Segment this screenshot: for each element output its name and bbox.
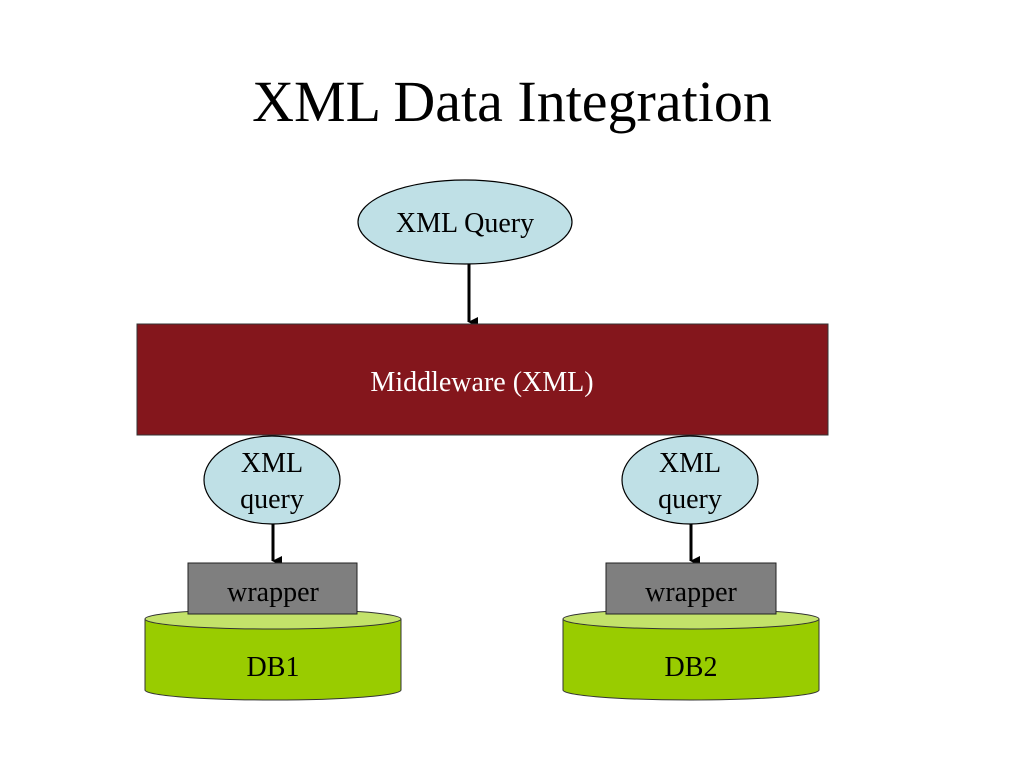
source-1-wrapper-box [187,562,358,615]
top-xml-query-node: XML Query [357,179,573,265]
source-2-wrapper-label: wrapper [645,577,737,608]
middleware-box [136,323,829,436]
source-1-query-line2: query [240,484,304,515]
slide-title: XML Data Integration [252,69,772,134]
source-1-query-line1: XML [241,448,303,479]
source-2-query-line2: query [658,484,722,515]
source-2: XML query wrapper DB2 [562,435,820,701]
source-2-db-label: DB2 [665,652,718,683]
source-2-db-body [562,619,820,701]
source-1-db-body [144,619,402,701]
middleware-label: Middleware (XML) [370,367,593,398]
source-1-wrapper-label: wrapper [227,577,319,608]
source-2-wrapper-box [605,562,777,615]
source-2-query-line1: XML [659,448,721,479]
top-query-label: XML Query [396,208,534,239]
middleware-node: Middleware (XML) [136,323,829,436]
top-query-ellipse [357,179,573,265]
source-1-db-label: DB1 [247,652,300,683]
source-1: XML query wrapper DB1 [144,435,402,701]
